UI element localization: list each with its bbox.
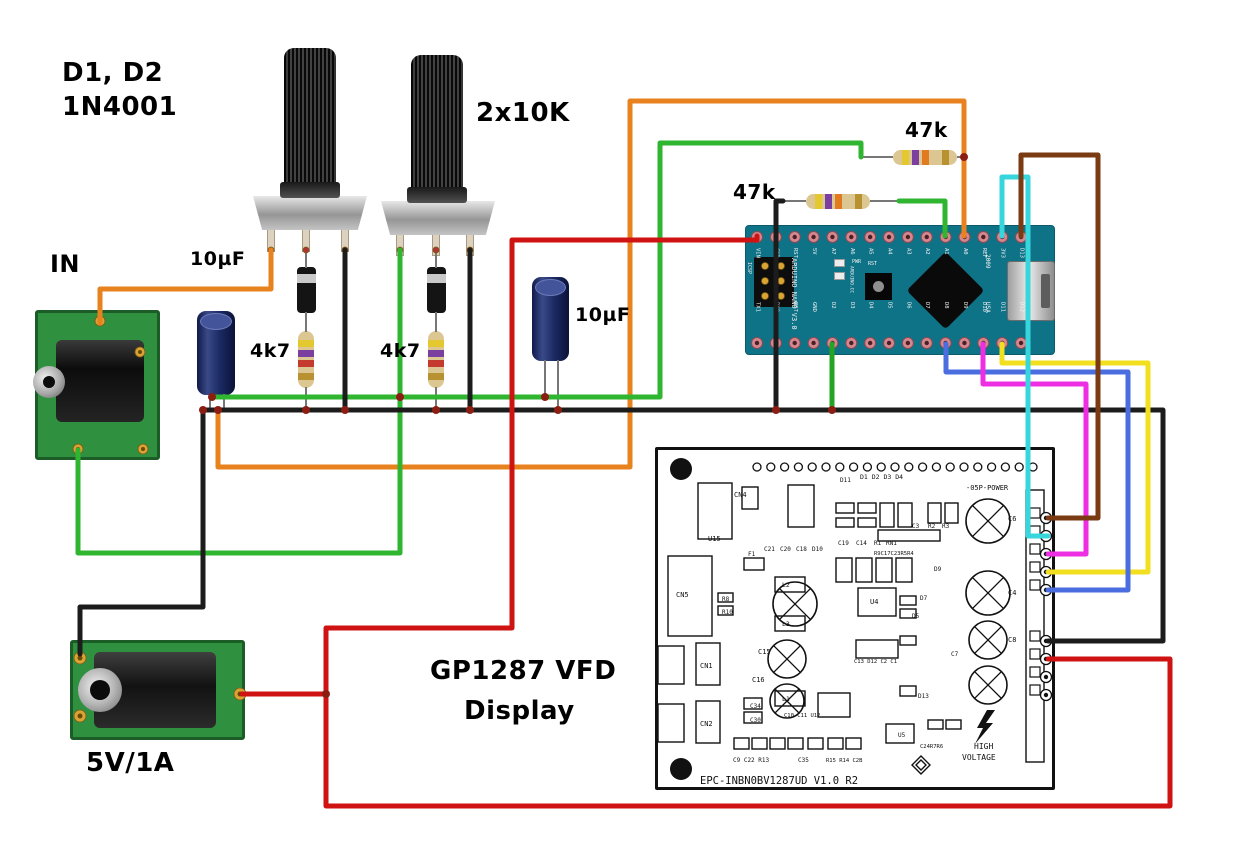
label-cap-right: 10µF (575, 304, 631, 326)
resistor-4k7-left (298, 331, 314, 388)
dc-jack-hole (90, 680, 110, 700)
resistor-band (902, 150, 909, 165)
junction-dot (302, 406, 310, 414)
resistor-band (428, 360, 444, 367)
label-display-line1: GP1287 VFD (430, 656, 617, 686)
capacitor-10uf-left (197, 311, 235, 395)
potentiometer-2-body (381, 201, 495, 235)
label-diodes-ref: D1, D2 (62, 58, 164, 88)
diode-cathode-band (427, 274, 446, 283)
resistor-47k-top (893, 150, 957, 165)
vfd-display-board (655, 447, 1055, 790)
resistor-band (835, 194, 842, 209)
label-47k-top: 47k (905, 118, 948, 142)
junction-dot (199, 406, 207, 414)
junction-dot (432, 406, 440, 414)
status-led (834, 272, 845, 280)
junction-dot (322, 690, 330, 698)
atmega-chip (906, 251, 985, 330)
arduino-nano-board (745, 225, 1055, 355)
diode-d1 (297, 267, 316, 313)
label-4k7-left: 4k7 (250, 340, 291, 362)
potentiometer-1-collar (280, 182, 340, 198)
resistor-4k7-right (428, 331, 444, 388)
junction-dot (396, 393, 404, 401)
diode-cathode-band (297, 274, 316, 283)
label-47k-left: 47k (733, 180, 776, 204)
resistor-47k-left (806, 194, 870, 209)
label-potentiometers: 2x10K (476, 98, 570, 128)
resistor-band (298, 350, 314, 357)
label-power-supply: 5V/1A (86, 748, 175, 778)
label-display-line2: Display (464, 696, 575, 726)
resistor-band (298, 373, 314, 380)
junction-dot (772, 406, 780, 414)
resistor-band (428, 340, 444, 347)
junction-dot (214, 406, 222, 414)
resistor-band (922, 150, 929, 165)
potentiometer-2-shaft (411, 55, 463, 200)
potentiometer-1-shaft (284, 48, 336, 198)
potentiometer-2-collar (407, 187, 467, 203)
label-cap-left: 10µF (190, 248, 246, 270)
resistor-band (855, 194, 862, 209)
label-audio-in: IN (50, 250, 81, 278)
audio-jack-body (56, 340, 144, 422)
reset-button (865, 273, 892, 300)
junction-dot (341, 406, 349, 414)
resistor-band (428, 373, 444, 380)
resistor-band (428, 350, 444, 357)
resistor-band (298, 360, 314, 367)
mini-usb-connector (1007, 261, 1055, 321)
resistor-band (815, 194, 822, 209)
junction-dot (466, 406, 474, 414)
resistor-band (298, 340, 314, 347)
resistor-band (912, 150, 919, 165)
junction-dot (541, 393, 549, 401)
capacitor-10uf-right (532, 277, 569, 361)
junction-dot (828, 406, 836, 414)
label-4k7-right: 4k7 (380, 340, 421, 362)
label-diodes-part: 1N4001 (62, 92, 178, 122)
diode-d2 (427, 267, 446, 313)
junction-dot (554, 406, 562, 414)
icsp-header (754, 257, 794, 307)
resistor-band (825, 194, 832, 209)
potentiometer-1-body (253, 196, 367, 230)
junction-dot (960, 153, 968, 161)
audio-jack-hole (43, 376, 55, 388)
resistor-band (942, 150, 949, 165)
power-led (834, 259, 845, 267)
